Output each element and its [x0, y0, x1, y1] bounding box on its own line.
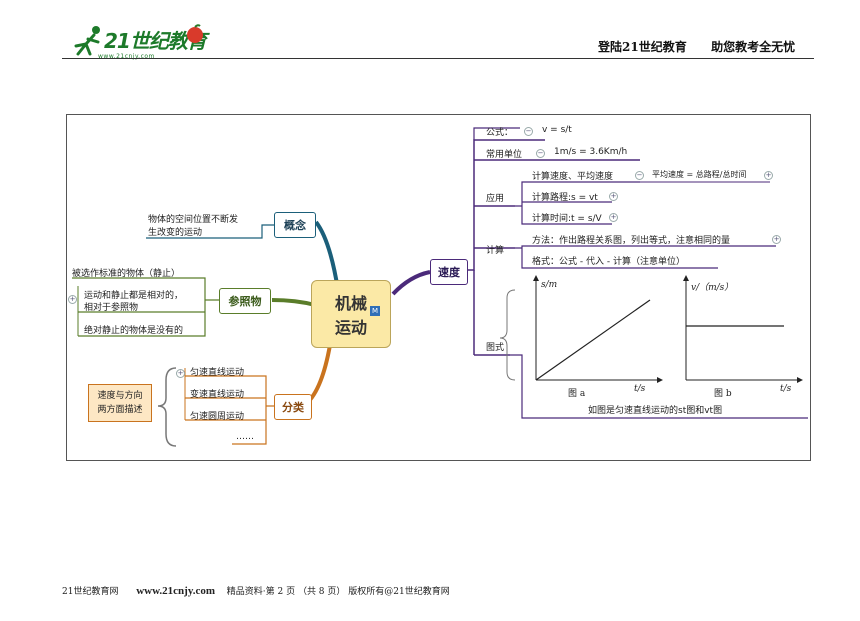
mindmap-frame [66, 114, 811, 461]
classify-node[interactable]: 分类 [274, 394, 312, 420]
graph-b [683, 275, 803, 383]
center-line2: 运动 [334, 318, 367, 337]
apply-item-2: 计算路程:s = vt [532, 193, 598, 203]
graph-a [533, 275, 663, 383]
classify-note: 速度与方向 两方面描述 [88, 384, 152, 422]
graph-caption: 如图是匀速直线运动的st图和vt图 [588, 406, 723, 416]
graph-b-ylabel: v/（m/s） [691, 283, 734, 293]
footer-info: 精品资料·第 2 页 （共 8 页） 版权所有@21世纪教育网 [226, 587, 450, 597]
footer: 21世纪教育网 www.21cnjy.com 精品资料·第 2 页 （共 8 页… [62, 584, 450, 597]
reference-item-2a: 运动和静止都是相对的， [84, 291, 184, 301]
graph-b-xlabel: t/s [780, 384, 792, 394]
concept-node[interactable]: 概念 [274, 212, 316, 238]
header-slogan: 登陆21世纪教育 助您教考全无忧 [598, 38, 795, 55]
classify-note-2: 两方面描述 [97, 405, 143, 415]
concept-text-1: 物体的空间位置不断发 [148, 215, 239, 225]
graph-a-line [535, 299, 651, 381]
calc-label: 计算 [486, 246, 505, 256]
graph-label: 图式 [486, 343, 505, 353]
classify-item-2: 变速直线运动 [190, 390, 245, 400]
reference-item-2b: 相对于参照物 [84, 303, 139, 313]
expand-icon[interactable]: + [68, 295, 77, 304]
center-badge: M [370, 306, 380, 316]
collapse-icon[interactable]: − [635, 171, 644, 180]
classify-item-1: 匀速直线运动 [190, 368, 245, 378]
reference-node[interactable]: 参照物 [219, 288, 271, 314]
collapse-icon[interactable]: − [536, 149, 545, 158]
unit-value: 1m/s = 3.6Km/h [554, 147, 628, 157]
calc-method: 方法：作出路程关系图，列出等式，注意相同的量 [532, 236, 731, 246]
classify-item-4: …… [236, 432, 254, 442]
expand-icon[interactable]: + [609, 192, 618, 201]
concept-text-2: 生改变的运动 [148, 228, 203, 238]
graph-a-ylabel: s/m [541, 280, 558, 290]
graph-b-name: 图 b [714, 389, 732, 399]
expand-icon[interactable]: + [176, 369, 185, 378]
collapse-icon[interactable]: − [524, 127, 533, 136]
graph-a-name: 图 a [568, 389, 586, 399]
classify-item-3: 匀速圆周运动 [190, 412, 245, 422]
classify-note-1: 速度与方向 [97, 391, 143, 401]
center-line1: 机械 [334, 294, 367, 313]
apply-label: 应用 [486, 194, 505, 204]
expand-icon[interactable]: + [764, 171, 773, 180]
apple-icon [187, 24, 203, 43]
speed-node[interactable]: 速度 [430, 259, 468, 285]
center-node[interactable]: 机械 运动 [311, 280, 391, 348]
runner-logo-icon [74, 26, 100, 56]
slogan-right: 助您教考全无忧 [711, 40, 796, 54]
unit-label: 常用单位 [486, 150, 523, 160]
slogan-left: 登陆21世纪教育 [598, 40, 687, 54]
apply-item-1-sub: 平均速度 = 总路程/总时间 [652, 170, 747, 179]
expand-icon[interactable]: + [772, 235, 781, 244]
expand-icon[interactable]: + [609, 213, 618, 222]
graph-a-xlabel: t/s [634, 384, 646, 394]
apply-item-1: 计算速度、平均速度 [532, 172, 614, 182]
logo-url: www.21cnjy.com [98, 53, 155, 60]
apply-item-3: 计算时间:t = s/V [532, 214, 602, 224]
formula-label: 公式： [486, 128, 514, 138]
header-divider [62, 58, 814, 59]
formula-value: v = s/t [542, 125, 572, 135]
calc-format: 格式：公式 - 代入 - 计算（注意单位） [532, 257, 685, 267]
reference-item-3: 绝对静止的物体是没有的 [84, 326, 184, 336]
reference-item-1: 被选作标准的物体（静止） [72, 269, 181, 279]
footer-url[interactable]: www.21cnjy.com [136, 585, 216, 597]
footer-site: 21世纪教育网 [62, 587, 119, 597]
